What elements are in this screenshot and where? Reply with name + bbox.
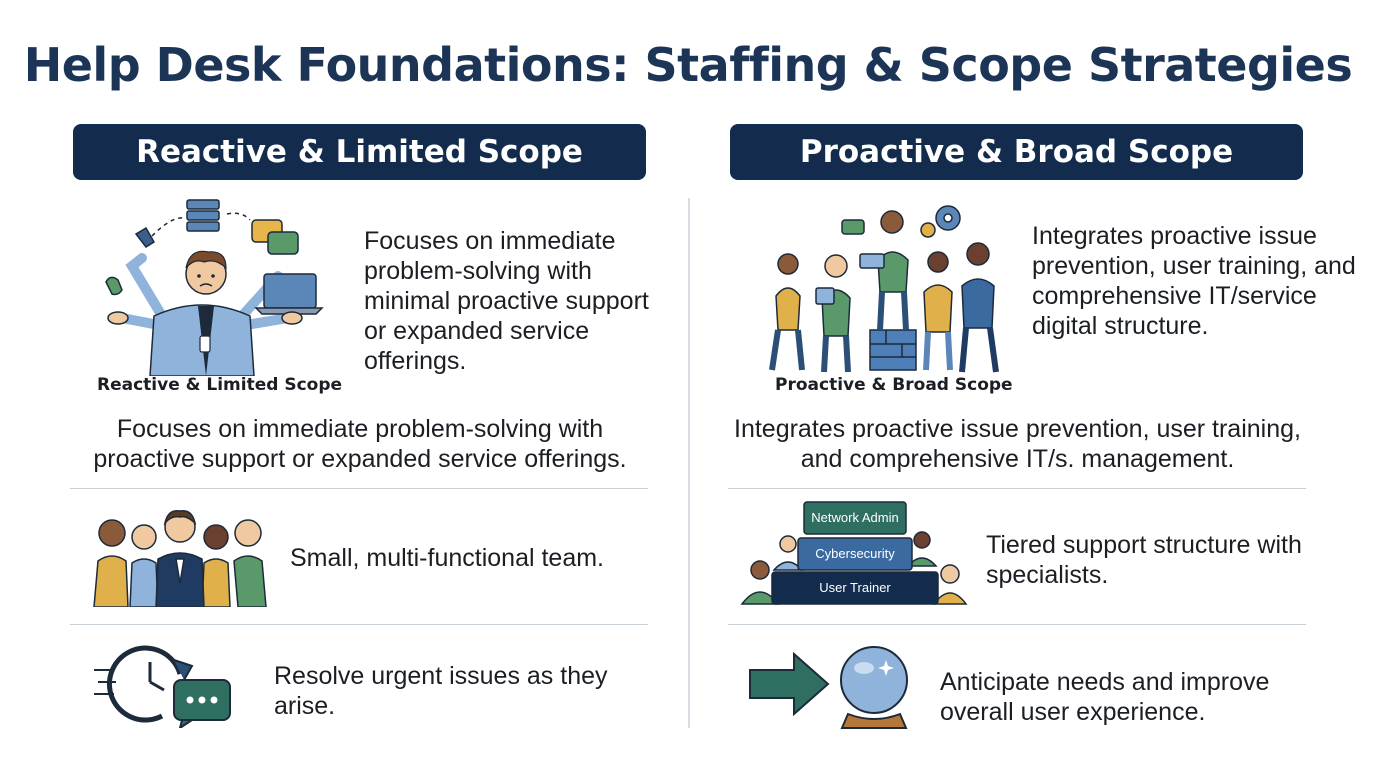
reactive-scope-header: Reactive & Limited Scope — [73, 124, 646, 180]
proactive-intro-text: Integrates proactive issue prevention, u… — [1032, 222, 1356, 340]
reactive-intro-text: Focuses on immediate problem-solving wit… — [364, 227, 649, 375]
small-team-icon — [92, 503, 268, 607]
proactive-team-text: Tiered support structure with specialist… — [986, 531, 1302, 589]
overwhelmed-agent-icon — [92, 196, 332, 376]
proactive-scope-header: Proactive & Broad Scope — [730, 124, 1303, 180]
proactive-goal-text: Anticipate needs and improve overall use… — [940, 668, 1270, 726]
arrow-crystal-ball-icon — [748, 640, 914, 730]
clock-chat-icon — [92, 640, 234, 728]
left-divider-2 — [70, 624, 648, 625]
column-divider — [688, 198, 690, 728]
page-title: Help Desk Foundations: Staffing & Scope … — [23, 38, 1353, 92]
left-divider-1 — [70, 488, 648, 489]
proactive-illustration-caption: Proactive & Broad Scope — [775, 375, 1013, 395]
proactive-summary-text: Integrates proactive issue prevention, u… — [734, 415, 1301, 473]
tier-cybersecurity: Cybersecurity — [815, 546, 895, 561]
reactive-team-text: Small, multi-functional team. — [290, 544, 605, 572]
tier-network-admin: Network Admin — [811, 510, 899, 525]
collaborating-team-icon — [762, 200, 1008, 376]
reactive-scope-header-label: Reactive & Limited Scope — [136, 134, 583, 170]
reactive-summary-text: Focuses on immediate problem-solving wit… — [93, 415, 627, 473]
tiered-org-chart-icon: Network Admin Cybersecurity User Trainer — [738, 500, 972, 606]
right-divider-1 — [728, 488, 1306, 489]
reactive-illustration-caption: Reactive & Limited Scope — [97, 375, 343, 395]
tier-user-trainer: User Trainer — [819, 580, 891, 595]
reactive-goal-text: Resolve urgent issues as they arise. — [274, 662, 608, 720]
right-divider-2 — [728, 624, 1306, 625]
proactive-scope-header-label: Proactive & Broad Scope — [799, 134, 1234, 170]
